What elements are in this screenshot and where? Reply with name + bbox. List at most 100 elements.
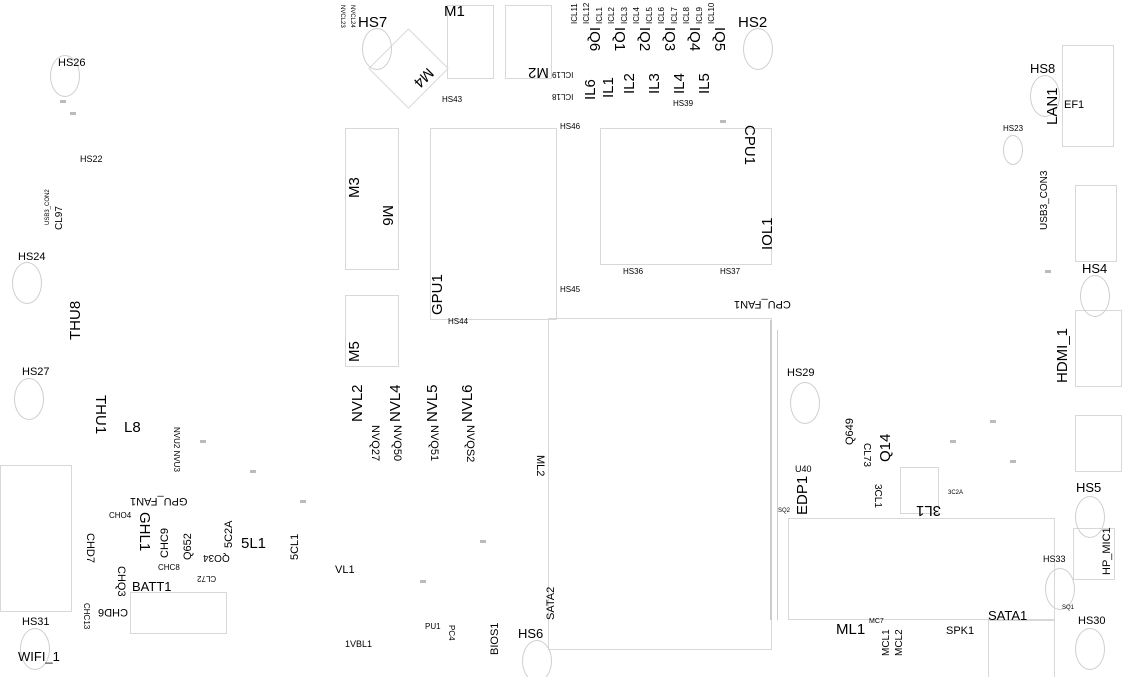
label-icl2: ICL2	[607, 7, 616, 24]
label-3l1: 3L1	[916, 502, 942, 519]
hdmi-outline	[1075, 310, 1122, 387]
center-outline	[548, 318, 772, 650]
label-iq4: IQ4	[686, 27, 703, 52]
label-ml2: ML2	[534, 455, 546, 477]
label-sq2: SQ2	[778, 508, 791, 514]
label-iq5: IQ5	[711, 27, 728, 52]
label-nvq27: NVQ27	[369, 425, 381, 462]
label-m2: M2	[528, 64, 549, 81]
pad	[70, 112, 76, 115]
label-hs39: HS39	[673, 99, 694, 108]
label-icl7: ICL7	[670, 7, 679, 24]
label-l8: L8	[124, 419, 141, 436]
label-pc4: PC4	[447, 625, 456, 641]
hs7-outline	[362, 28, 392, 70]
m5-outline	[345, 295, 399, 367]
hs23-outline	[1003, 135, 1023, 165]
label-m5: M5	[346, 341, 363, 362]
hs33-outline	[1045, 568, 1075, 610]
label-gpu-fan1: GPU_FAN1	[130, 495, 188, 507]
label-nvl4: NVL4	[387, 384, 404, 422]
label-m1: M1	[444, 3, 465, 20]
label-hs44: HS44	[448, 317, 469, 326]
label-il1: IL1	[600, 77, 617, 98]
label-hs8: HS8	[1030, 61, 1056, 76]
hs27-outline	[14, 378, 44, 420]
label-icl9: ICL9	[695, 7, 704, 24]
label-chq3: CHQ3	[115, 566, 127, 597]
label-hs30: HS30	[1078, 615, 1106, 627]
label-icl12: ICL12	[582, 2, 591, 24]
pad	[60, 100, 66, 103]
pad	[200, 440, 206, 443]
hs24-outline	[12, 262, 42, 304]
label-nvcl24: NVCL24	[349, 5, 355, 28]
label-hs4: HS4	[1082, 261, 1108, 276]
label-hs46: HS46	[560, 122, 581, 131]
label-hs22: HS22	[80, 154, 103, 164]
label-il2: IL2	[621, 73, 638, 94]
label-chd6: CHD6	[98, 606, 128, 618]
cpu-area-outline	[600, 128, 772, 265]
hs2-outline	[743, 28, 773, 70]
label-batt1: BATT1	[132, 579, 172, 594]
label-5cl1: 5CL1	[289, 533, 301, 560]
label-iol1: IOL1	[759, 217, 776, 250]
label-thu1: THU1	[92, 395, 109, 435]
label-hs45: HS45	[560, 285, 581, 294]
label-m3: M3	[346, 177, 363, 198]
label-nvcl23: NVCL23	[339, 5, 345, 28]
hs31-outline	[20, 628, 50, 670]
label-hs33: HS33	[1043, 554, 1066, 564]
label-nvu2-nvu3: NVU2 NVU3	[172, 427, 181, 472]
edp-strip	[770, 320, 772, 620]
label-hs23: HS23	[1003, 124, 1024, 133]
pad	[950, 440, 956, 443]
pad	[1045, 270, 1051, 273]
label-hs27: HS27	[22, 366, 50, 378]
hs8-outline	[1030, 75, 1060, 117]
label-q14: Q14	[877, 433, 894, 462]
hs4-outline	[1080, 275, 1110, 317]
label-iq3: IQ3	[661, 27, 678, 52]
label-chc8: CHC8	[158, 563, 180, 572]
label-chd7: CHD7	[84, 533, 96, 563]
label-chc9: CHC9	[159, 528, 171, 558]
pad	[480, 540, 486, 543]
label-bios1: BIOS1	[489, 622, 501, 655]
label-usb3-con3: USB3_CON3	[1039, 170, 1050, 230]
label-qo34: QO34	[203, 552, 230, 563]
sata1-outline	[988, 620, 1055, 677]
label-hp-mic1: HP_MIC1	[1101, 527, 1113, 575]
label-icl19: ICL19	[552, 70, 574, 79]
hs6-outline	[522, 640, 552, 677]
3l1-outline	[900, 467, 939, 514]
label-icl18: ICL18	[552, 92, 574, 101]
label-il5: IL5	[696, 73, 713, 94]
label-hs26: HS26	[58, 57, 86, 69]
label-q649: Q649	[844, 418, 856, 445]
label-wifi1: WIFI_1	[18, 649, 60, 664]
label-icl5: ICL5	[645, 7, 654, 24]
label-5c2a: 5C2A	[223, 520, 235, 548]
label-mc7: MC7	[869, 618, 884, 625]
gpu-area-outline	[430, 128, 557, 320]
label-cl97: CL97	[54, 206, 65, 230]
label-icl10: ICL10	[707, 2, 716, 24]
label-hs6: HS6	[518, 626, 544, 641]
label-1vbl1: 1VBL1	[345, 639, 373, 649]
label-nvqs2: NVQS2	[464, 425, 476, 463]
pad	[420, 580, 426, 583]
label-hs5: HS5	[1076, 480, 1102, 495]
label-cl72: CL72	[197, 574, 217, 583]
label-hdmi1: HDMI_1	[1054, 327, 1071, 383]
label-il6: IL6	[582, 79, 599, 100]
hs29-outline	[790, 382, 820, 424]
label-edp1: EDP1	[794, 475, 811, 515]
pad	[250, 470, 256, 473]
usb3-outline	[1075, 185, 1117, 262]
label-hs29: HS29	[787, 367, 815, 379]
edp-strip-2	[777, 330, 778, 620]
label-icl3: ICL3	[620, 7, 629, 24]
